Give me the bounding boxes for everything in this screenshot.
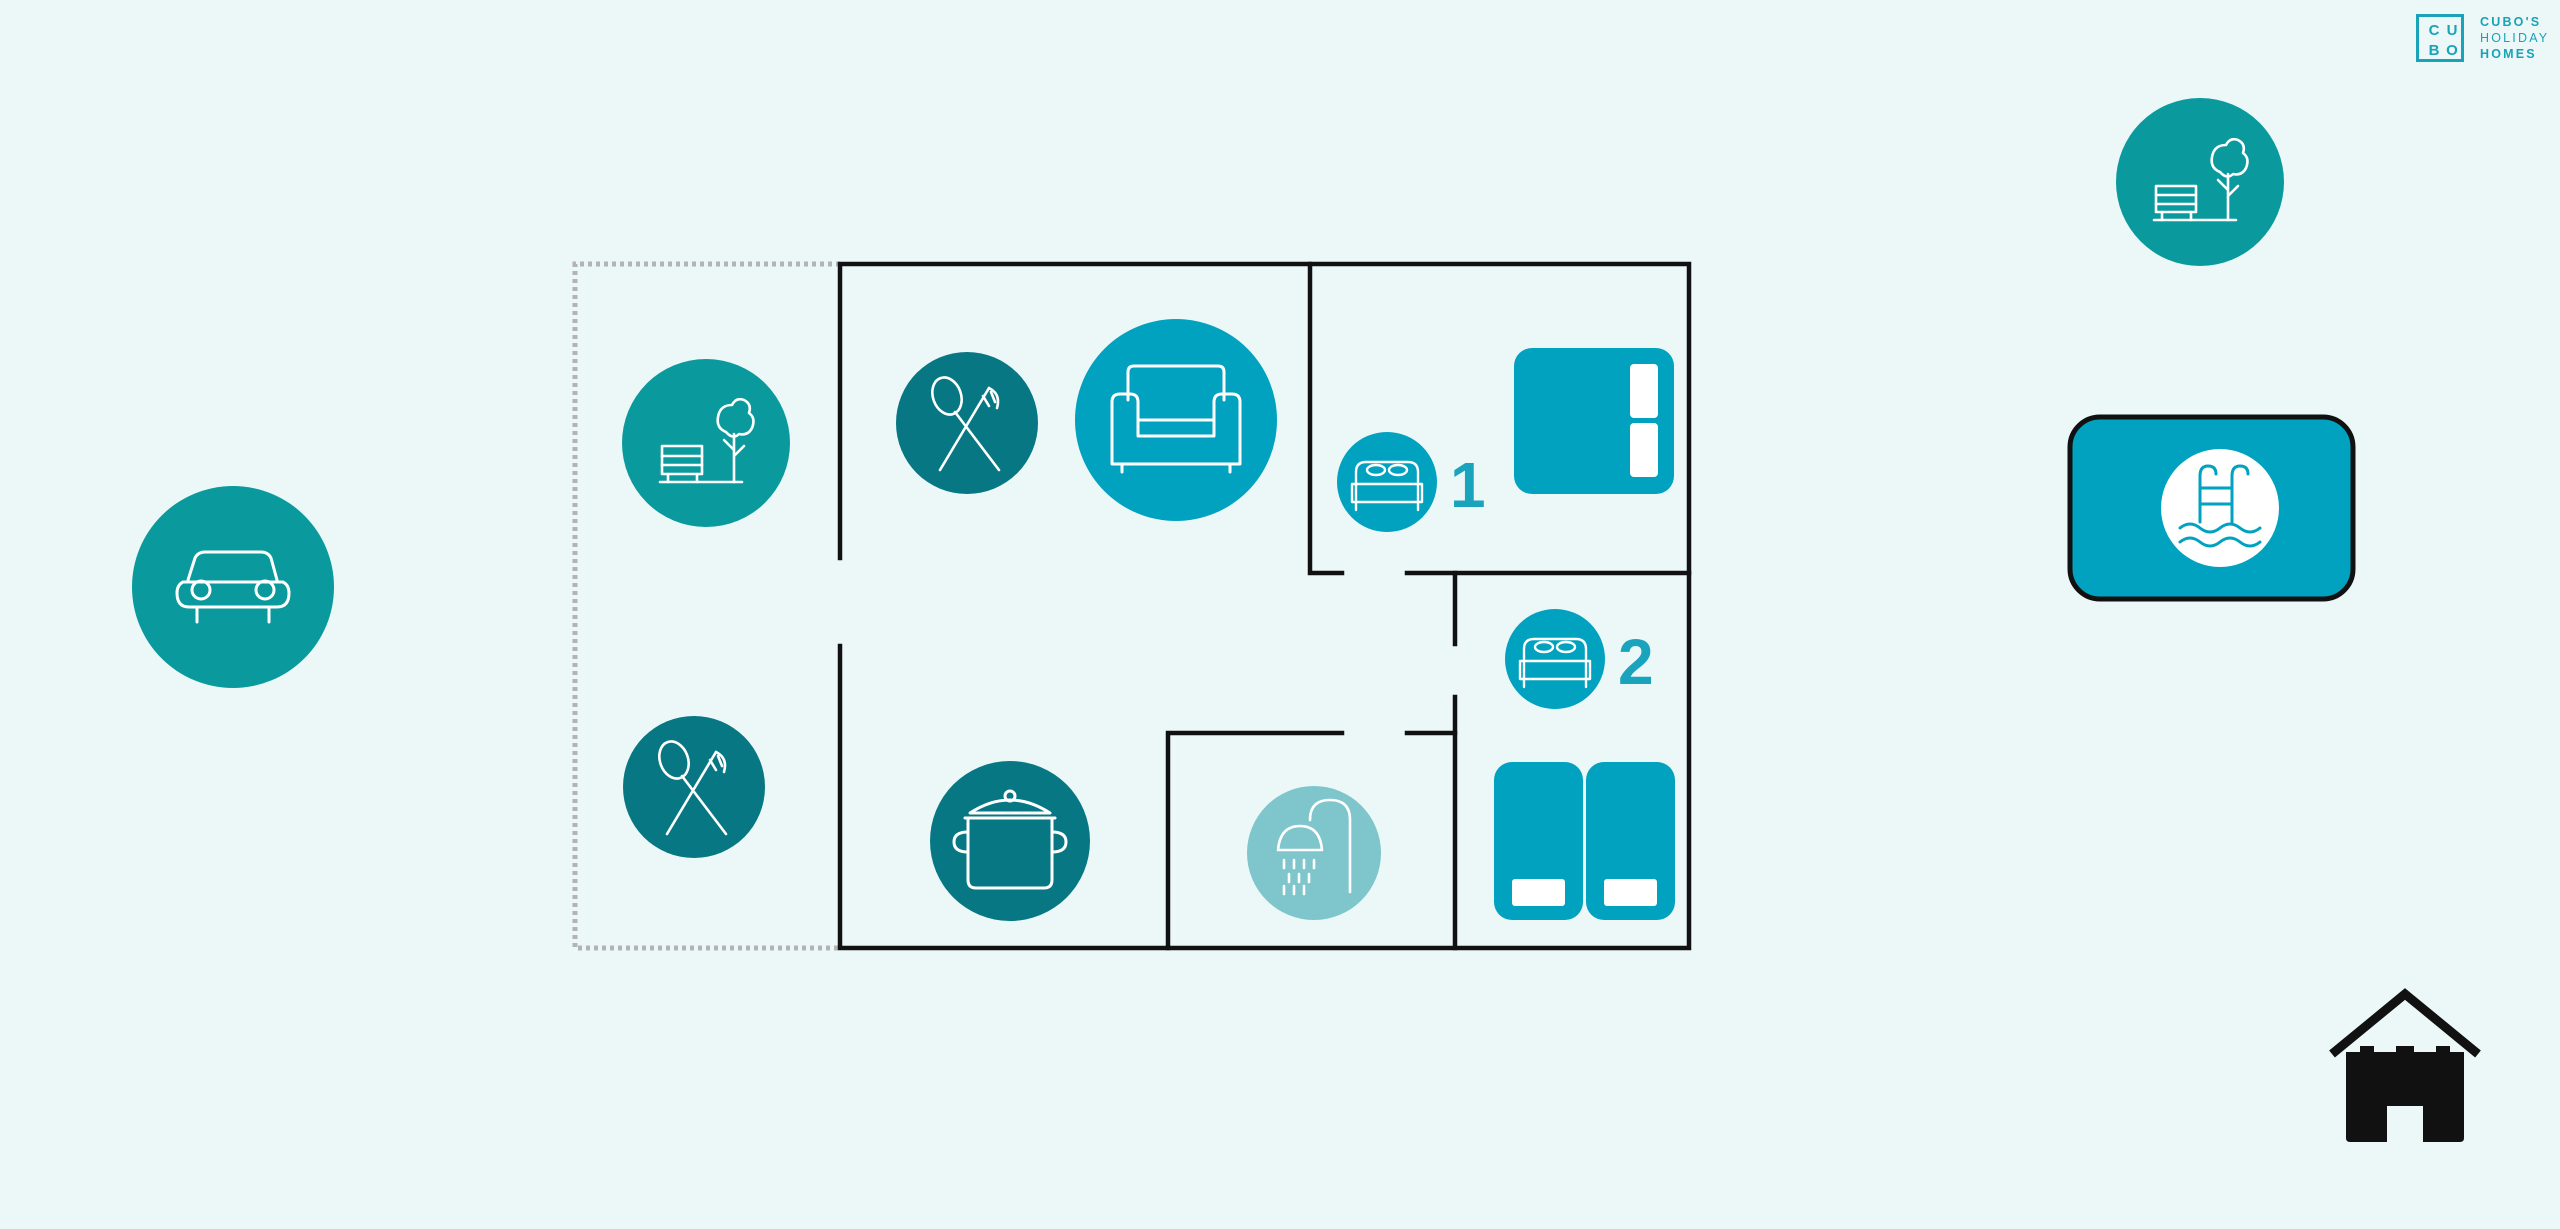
logo-letter: C xyxy=(2428,22,2440,39)
single-bed-left xyxy=(1494,762,1583,920)
cooking-pot-icon xyxy=(952,789,1068,890)
community-garden-area[interactable] xyxy=(2116,98,2284,266)
shower-icon xyxy=(1276,798,1352,896)
car-icon xyxy=(175,550,291,624)
brand-logo[interactable]: C U B O CUBO'S HOLIDAY HOMES xyxy=(2416,14,2552,66)
logo-letter: B xyxy=(2428,42,2440,59)
logo-letter: U xyxy=(2446,22,2458,39)
single-bed-right xyxy=(1586,762,1675,920)
house-walls xyxy=(837,261,1692,951)
dining-area[interactable] xyxy=(896,352,1038,494)
spoon-fork-icon xyxy=(658,740,728,836)
living-room-area[interactable] xyxy=(1075,319,1277,521)
pool-area[interactable] xyxy=(2067,414,2356,602)
outdoor-dining-area[interactable] xyxy=(623,716,765,858)
bedroom-2[interactable]: 2 xyxy=(1494,609,1675,920)
terrace-outline xyxy=(572,261,840,951)
garden-tree-bench-icon xyxy=(2152,137,2249,222)
bedroom-1[interactable]: 1 xyxy=(1337,348,1674,532)
brand-name: CUBO'S HOLIDAY HOMES xyxy=(2480,14,2549,62)
brand-logo-mark: C U B O xyxy=(2416,14,2464,62)
pool-ladder-icon xyxy=(2178,464,2262,548)
house-icon[interactable] xyxy=(2329,988,2481,1142)
garden-area[interactable] xyxy=(622,359,790,527)
spoon-fork-icon xyxy=(931,376,1001,472)
bedroom-2-number: 2 xyxy=(1618,626,1654,698)
kitchen-area[interactable] xyxy=(930,761,1090,921)
garden-tree-bench-icon xyxy=(658,397,755,484)
sofa-icon xyxy=(1110,364,1242,474)
parking-area[interactable] xyxy=(132,486,334,688)
bedroom-1-number: 1 xyxy=(1450,449,1486,521)
brand-name-line3: HOMES xyxy=(2480,47,2537,61)
double-bed xyxy=(1514,348,1674,494)
logo-letter: O xyxy=(2446,42,2458,59)
bed-icon xyxy=(1518,637,1592,689)
bed-icon xyxy=(1350,460,1424,512)
bathroom-area[interactable] xyxy=(1247,786,1381,920)
brand-name-line2: HOLIDAY xyxy=(2480,31,2550,45)
brand-name-line1: CUBO'S xyxy=(2480,15,2542,29)
